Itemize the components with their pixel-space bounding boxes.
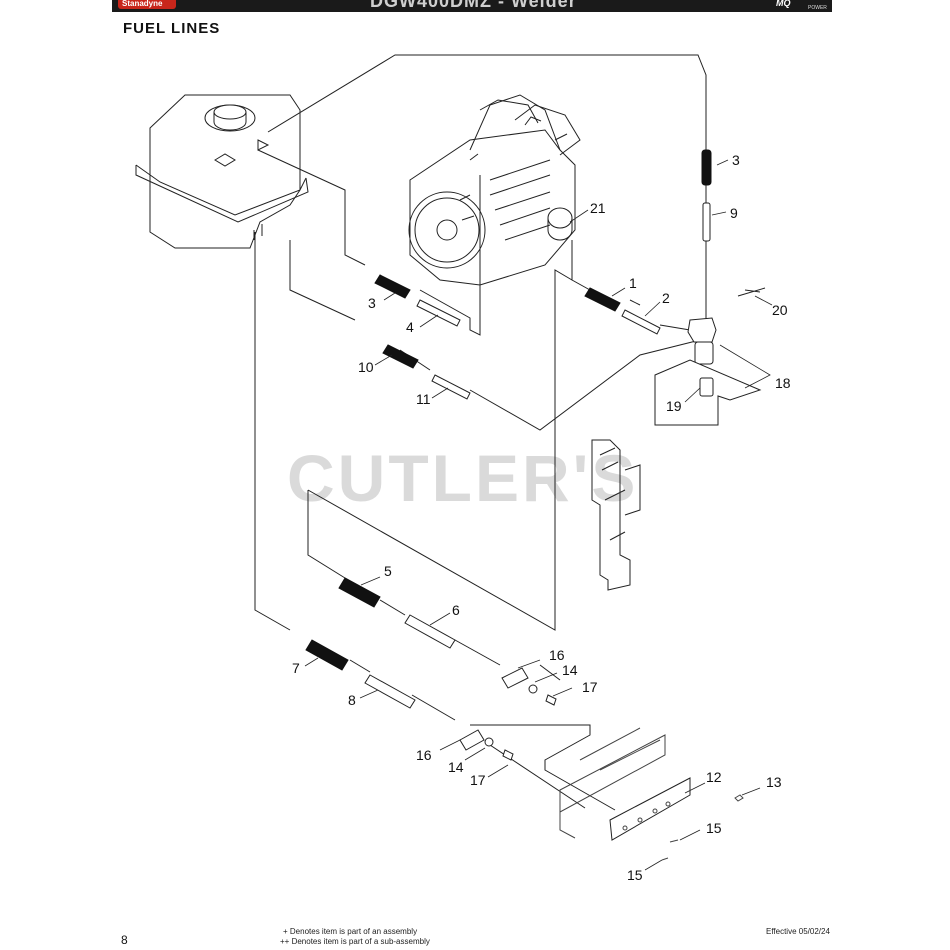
callout-4: 4	[406, 319, 414, 335]
watermark: CUTLER'S	[287, 441, 639, 515]
callout-labels: 3 9 21 1 2 20 18 19 3 4 10 11 5 6 7 8 16…	[292, 152, 791, 883]
callout-3b: 3	[368, 295, 376, 311]
callout-9: 9	[730, 205, 738, 221]
tubes	[364, 202, 711, 709]
fuel-tank	[135, 94, 309, 249]
callout-13: 13	[766, 774, 782, 790]
callout-3: 3	[732, 152, 740, 168]
engine	[408, 94, 581, 286]
callout-17: 17	[582, 679, 598, 695]
footnote-sub-assembly: ++ Denotes item is part of a sub-assembl…	[280, 937, 430, 946]
mq-logo: MQ	[776, 0, 791, 8]
clamps	[459, 667, 557, 761]
hose-10	[382, 344, 419, 369]
callout-1: 1	[629, 275, 637, 291]
callout-20: 20	[772, 302, 788, 318]
callout-21: 21	[590, 200, 606, 216]
brand-name: Stanadyne	[122, 0, 163, 8]
callout-11: 11	[416, 391, 431, 407]
hose-3-top	[701, 149, 712, 186]
fuel-filter	[654, 287, 766, 426]
tube-6	[404, 614, 456, 649]
callout-8: 8	[348, 692, 356, 708]
tube-8	[364, 674, 416, 709]
tube-4	[416, 299, 461, 327]
callout-2: 2	[662, 290, 670, 306]
page-number: 8	[121, 933, 128, 947]
model-title: DGW400DMZ - Welder	[370, 0, 577, 11]
callout-7: 7	[292, 660, 300, 676]
callout-10: 10	[358, 359, 374, 375]
frame-rail	[559, 727, 744, 861]
callout-19: 19	[666, 398, 682, 414]
page-title: FUEL LINES	[123, 20, 221, 37]
hoses	[305, 149, 712, 671]
mq-logo-sub: POWER	[808, 5, 827, 11]
footnote-assembly: + Denotes item is part of an assembly	[283, 927, 418, 936]
callout-15: 15	[706, 820, 722, 836]
callout-5: 5	[384, 563, 392, 579]
callout-18: 18	[775, 375, 791, 391]
hose-5	[338, 577, 381, 608]
tube-9	[702, 202, 711, 242]
header-bar	[112, 0, 832, 12]
callout-15b: 15	[627, 867, 643, 883]
brand-logo: Stanadyne	[118, 0, 176, 9]
callout-6: 6	[452, 602, 460, 618]
callout-12: 12	[706, 769, 722, 785]
bracket	[591, 439, 641, 591]
callout-14b: 14	[448, 759, 464, 775]
tube-2	[621, 309, 661, 335]
tube-11	[431, 374, 471, 400]
callout-16b: 16	[416, 747, 432, 763]
hose-1	[584, 287, 621, 312]
hose-7	[305, 639, 349, 671]
callout-16: 16	[549, 647, 565, 663]
effective-date: Effective 05/02/24	[766, 927, 830, 936]
callout-14: 14	[562, 662, 578, 678]
callout-17b: 17	[470, 772, 486, 788]
hose-3	[374, 274, 411, 299]
